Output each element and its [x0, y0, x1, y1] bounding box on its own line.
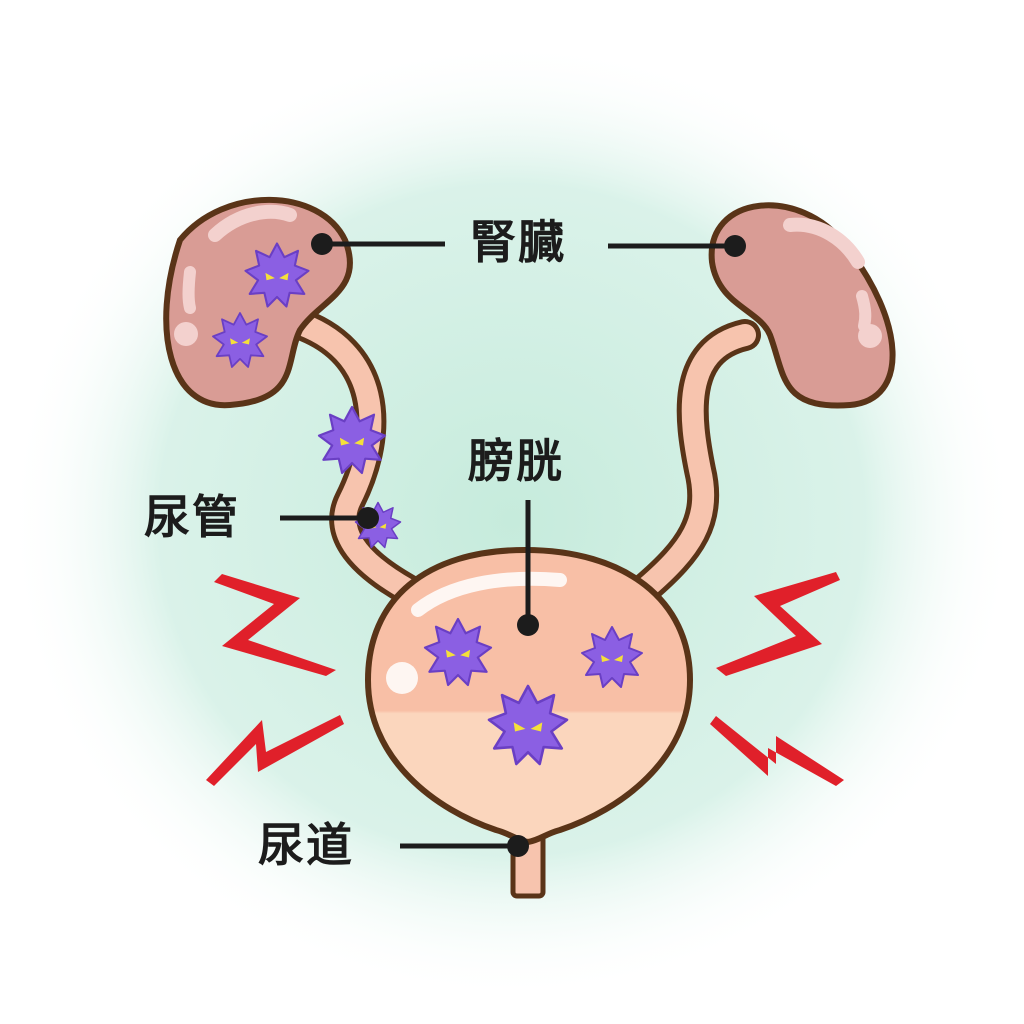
bladder-label: 膀胱	[468, 434, 564, 488]
pain-zigzag-icon	[710, 572, 844, 786]
kidney-label: 腎臓	[470, 215, 566, 269]
urethra-label: 尿道	[258, 818, 354, 872]
pain-zigzag-icon	[206, 574, 344, 786]
left-kidney	[163, 196, 353, 409]
right-kidney	[708, 202, 896, 409]
ureter-label: 尿管	[144, 490, 240, 544]
right-ureter	[630, 319, 761, 604]
leader-lines	[280, 233, 746, 857]
left-ureter	[279, 306, 424, 606]
